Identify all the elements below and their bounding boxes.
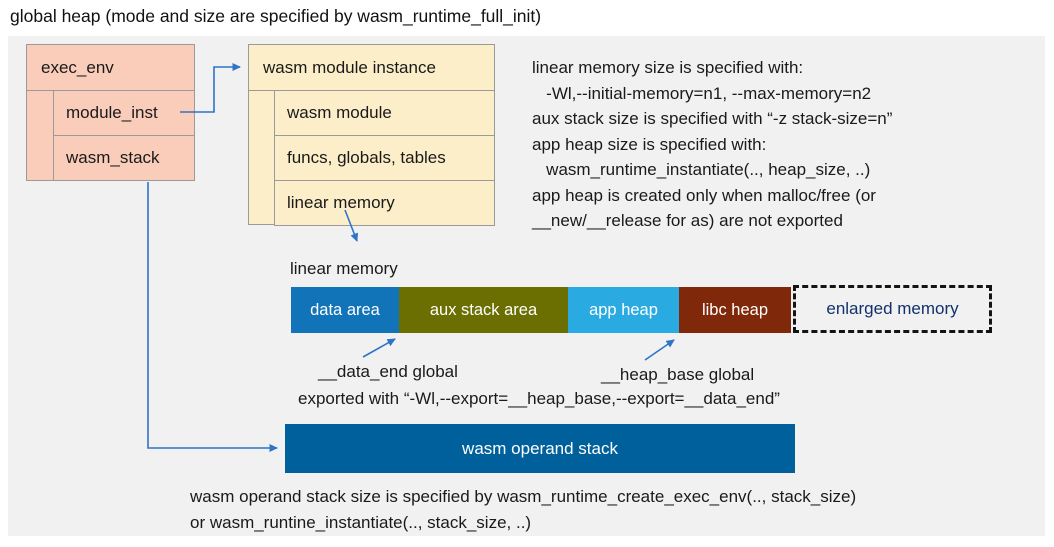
exported-with-label: exported with “-Wl,--export=__heap_base,… <box>298 389 780 408</box>
segment-enlarged-memory: enlarged memory <box>793 285 992 333</box>
size-notes-text: linear memory size is specified with: -W… <box>532 58 893 230</box>
module-instance-row-linear-memory: linear memory <box>274 180 495 226</box>
exec-env-field-module-inst: module_inst <box>53 90 195 136</box>
segment-data-area: data area <box>291 287 399 333</box>
data-end-global-label: __data_end global <box>318 362 458 381</box>
module-instance-box: wasm module instance wasm module funcs, … <box>248 44 495 226</box>
wasm-operand-stack-bar: wasm operand stack <box>285 424 795 473</box>
operand-stack-note: wasm operand stack size is specified by … <box>190 487 857 532</box>
exec-env-field-wasm-stack: wasm_stack <box>53 135 195 181</box>
module-instance-row-wasm-module: wasm module <box>274 90 495 136</box>
module-instance-label: wasm module instance <box>249 45 494 91</box>
exec-env-label: exec_env <box>27 45 194 91</box>
diagram-title: global heap (mode and size are specified… <box>10 6 542 26</box>
linear-memory-bar: data area aux stack area app heap libc h… <box>291 287 791 333</box>
heap-base-global-label: __heap_base global <box>601 365 755 384</box>
exec-env-box: exec_env module_inst wasm_stack <box>26 44 195 181</box>
segment-app-heap: app heap <box>568 287 679 333</box>
linear-memory-label: linear memory <box>290 259 398 278</box>
module-instance-row-funcs-globals-tables: funcs, globals, tables <box>274 135 495 181</box>
segment-aux-stack-area: aux stack area <box>399 287 568 333</box>
segment-libc-heap: libc heap <box>679 287 791 333</box>
